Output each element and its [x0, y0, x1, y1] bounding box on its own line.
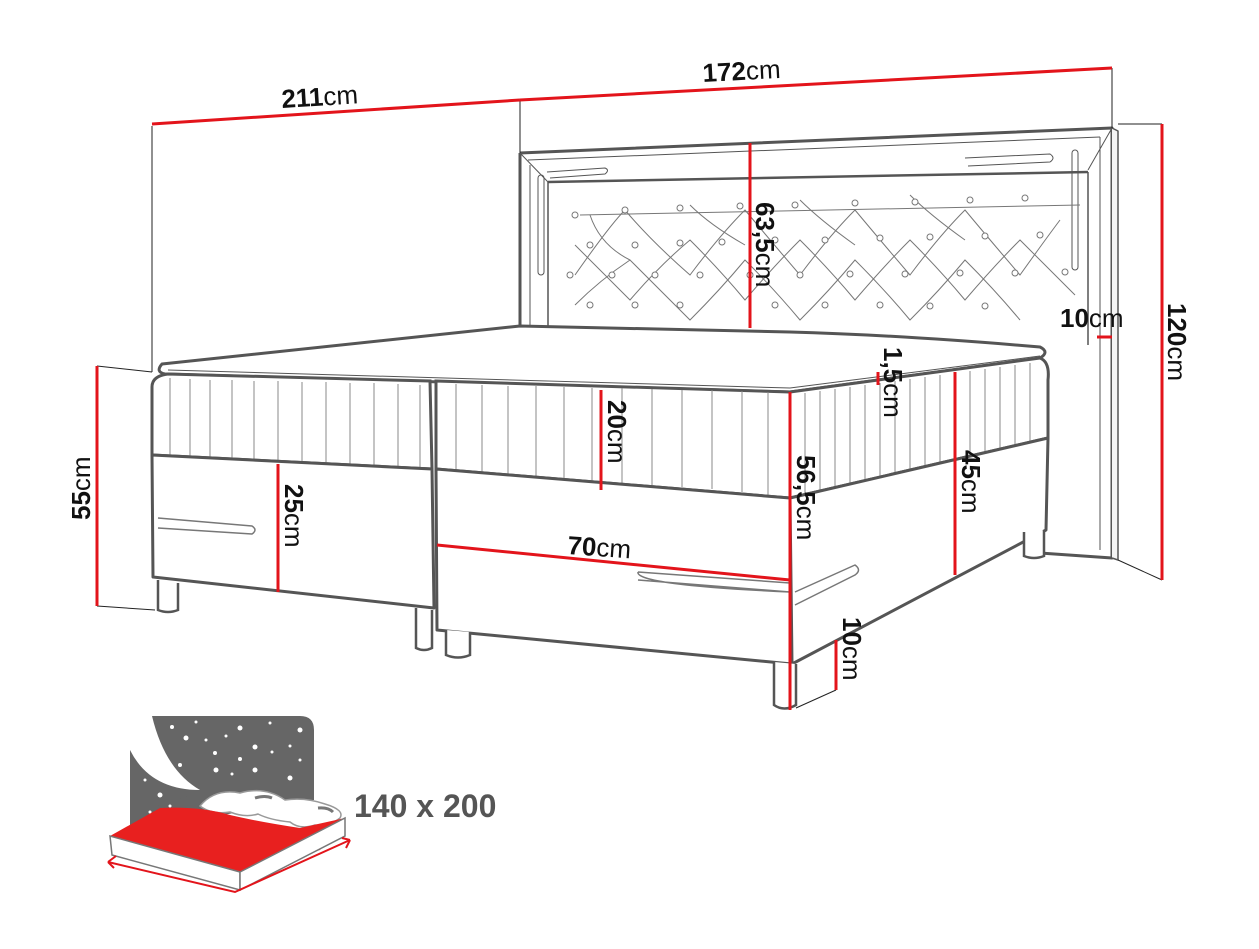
label-63-5: 63,5cm — [750, 202, 780, 287]
label-25: 25cm — [279, 484, 309, 548]
label-172: 172cm — [702, 54, 782, 88]
label-120: 120cm — [1162, 303, 1192, 381]
mattress-size-label: 140 x 200 — [354, 788, 496, 824]
dim-line-172 — [519, 66, 1113, 102]
svg-text:10cm: 10cm — [837, 617, 867, 681]
bed-night-icon — [107, 716, 351, 894]
dim-line-211 — [151, 98, 521, 126]
svg-text:55cm: 55cm — [66, 456, 96, 520]
svg-text:25cm: 25cm — [279, 484, 309, 548]
label-55: 55cm — [66, 456, 96, 520]
svg-text:120cm: 120cm — [1162, 303, 1192, 381]
svg-text:45cm: 45cm — [956, 450, 986, 514]
label-56-5: 56,5cm — [791, 455, 821, 540]
label-211: 211cm — [281, 79, 359, 114]
svg-text:63,5cm: 63,5cm — [750, 202, 780, 287]
label-10-frame: 10cm — [1060, 303, 1124, 333]
svg-text:172cm: 172cm — [702, 54, 782, 88]
extension-lines — [96, 68, 1163, 709]
label-45: 45cm — [956, 450, 986, 514]
label-20: 20cm — [602, 400, 632, 464]
box-base — [150, 436, 1050, 666]
svg-text:1,5cm: 1,5cm — [878, 347, 908, 418]
label-10-leg: 10cm — [837, 617, 867, 681]
label-70: 70cm — [567, 530, 633, 564]
svg-text:20cm: 20cm — [602, 400, 632, 464]
topper — [157, 324, 1047, 394]
dimension-lines — [95, 66, 1164, 710]
svg-text:211cm: 211cm — [281, 79, 359, 114]
dim-line-70 — [436, 543, 791, 582]
mattress — [150, 356, 1050, 500]
label-1-5: 1,5cm — [878, 347, 908, 418]
svg-text:56,5cm: 56,5cm — [791, 455, 821, 540]
svg-text:10cm: 10cm — [1060, 303, 1124, 333]
svg-text:70cm: 70cm — [567, 530, 633, 564]
tufted-upholstery — [566, 194, 1081, 321]
